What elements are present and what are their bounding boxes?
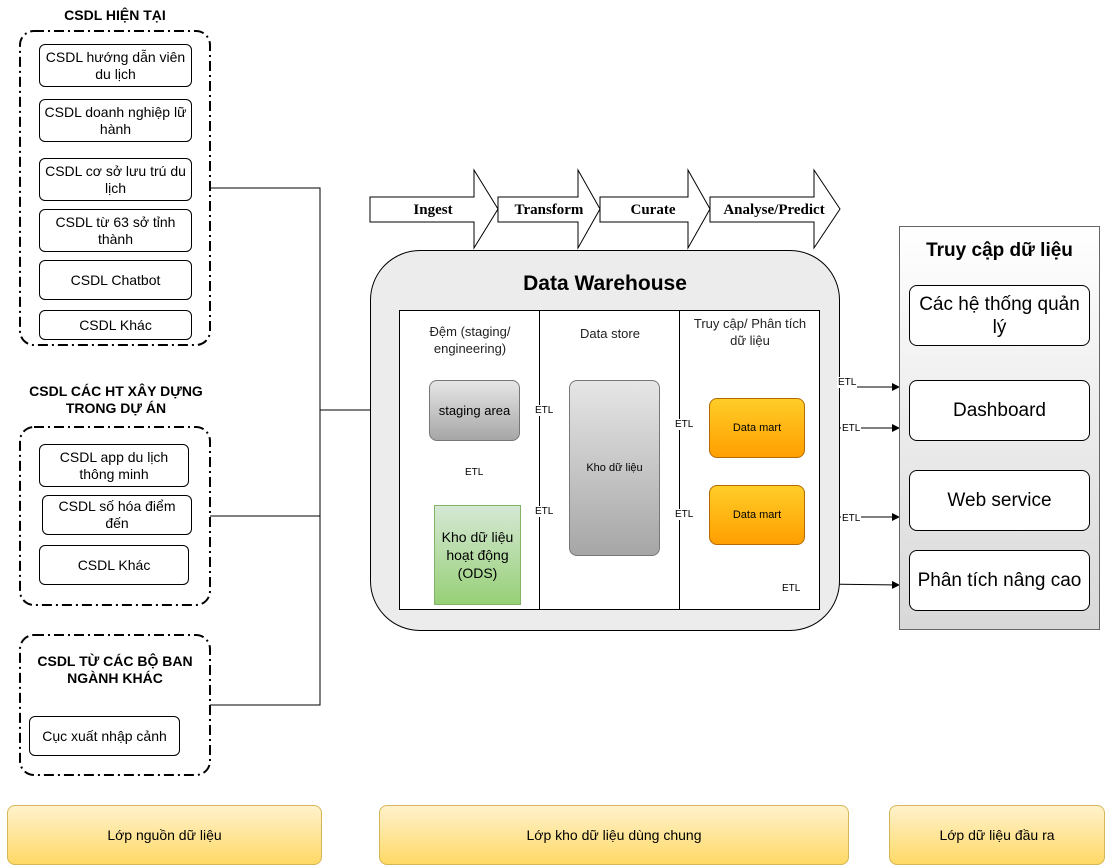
- source-current-2: CSDL doanh nghiệp lữ hành: [39, 99, 192, 142]
- column-access-header: Truy cập/ Phân tích dữ liệu: [693, 316, 807, 348]
- source-current-3: CSDL cơ sở lưu trú du lịch: [39, 158, 192, 201]
- group-outline-project: [19, 426, 211, 606]
- warehouse-title: Data Warehouse: [523, 272, 687, 295]
- etl-label-mart1-dashboard: ETL: [841, 423, 862, 434]
- source-current-4: CSDL từ 63 sở tỉnh thành: [39, 209, 192, 252]
- source-current-6: CSDL Khác: [39, 310, 192, 340]
- group-title-current: CSDL HIỆN TẠI: [64, 7, 166, 23]
- column-staging-header: Đệm (staging/ engineering): [429, 324, 511, 356]
- etl-label-store-systems: ETL: [837, 377, 858, 388]
- source-current-1: CSDL hướng dẫn viên du lịch: [39, 44, 192, 87]
- etl-label-mart2-webservice: ETL: [841, 513, 862, 524]
- arrow-ingest: [369, 168, 499, 250]
- column-access: [679, 310, 820, 610]
- lane-shared-warehouse-layer: Lớp kho dữ liệu dùng chung: [379, 805, 849, 865]
- group-title-project: CSDL CÁC HT XÂY DỰNG TRONG DỰ ÁN: [29, 383, 203, 416]
- data-mart-2: Data mart: [709, 485, 805, 545]
- pipeline-curate-label: Curate: [630, 201, 676, 218]
- arrow-transform: [497, 168, 601, 250]
- source-other-1: Cục xuất nhập cảnh: [29, 716, 180, 756]
- source-project-1: CSDL app du lịch thông minh: [39, 444, 189, 487]
- ods-store: Kho dữ liệu hoạt động (ODS): [434, 505, 521, 605]
- staging-area: staging area: [429, 380, 520, 441]
- pipeline-analyse-label: Analyse/Predict: [723, 201, 825, 218]
- edge-current-to-bus: [210, 187, 321, 706]
- lane-source-layer: Lớp nguồn dữ liệu: [7, 805, 322, 865]
- data-store: Kho dữ liệu: [569, 380, 660, 556]
- pipeline-transform-label: Transform: [514, 201, 584, 218]
- output-web-service: Web service: [909, 470, 1090, 531]
- arrow-curate: [599, 168, 711, 250]
- data-mart-1: Data mart: [709, 398, 805, 458]
- output-dashboard: Dashboard: [909, 380, 1090, 441]
- group-outline-other: [19, 634, 211, 776]
- etl-label-ods-store: ETL: [534, 506, 555, 517]
- etl-label-staging-store: ETL: [534, 405, 555, 416]
- etl-label-store-mart1: ETL: [674, 419, 695, 430]
- lane-output-layer: Lớp dữ liệu đầu ra: [889, 805, 1105, 865]
- arrow-analyse: [709, 168, 841, 250]
- output-advanced-analytics: Phân tích nâng cao: [909, 550, 1090, 611]
- output-management-systems: Các hệ thống quản lý: [909, 285, 1090, 346]
- source-current-5: CSDL Chatbot: [39, 260, 192, 300]
- pipeline-arrows: [369, 168, 841, 250]
- access-panel-title: Truy cập dữ liệu: [926, 240, 1073, 261]
- column-store-header: Data store: [580, 326, 640, 341]
- etl-label-staging-ods: ETL: [464, 467, 485, 478]
- source-project-2: CSDL số hóa điểm đến: [42, 495, 192, 535]
- etl-label-store-mart2: ETL: [674, 509, 695, 520]
- etl-label-ods-analytics: ETL: [781, 583, 802, 594]
- source-project-3: CSDL Khác: [39, 545, 189, 585]
- pipeline-ingest-label: Ingest: [413, 201, 453, 218]
- group-title-other: CSDL TỪ CÁC BỘ BAN NGÀNH KHÁC: [37, 653, 193, 686]
